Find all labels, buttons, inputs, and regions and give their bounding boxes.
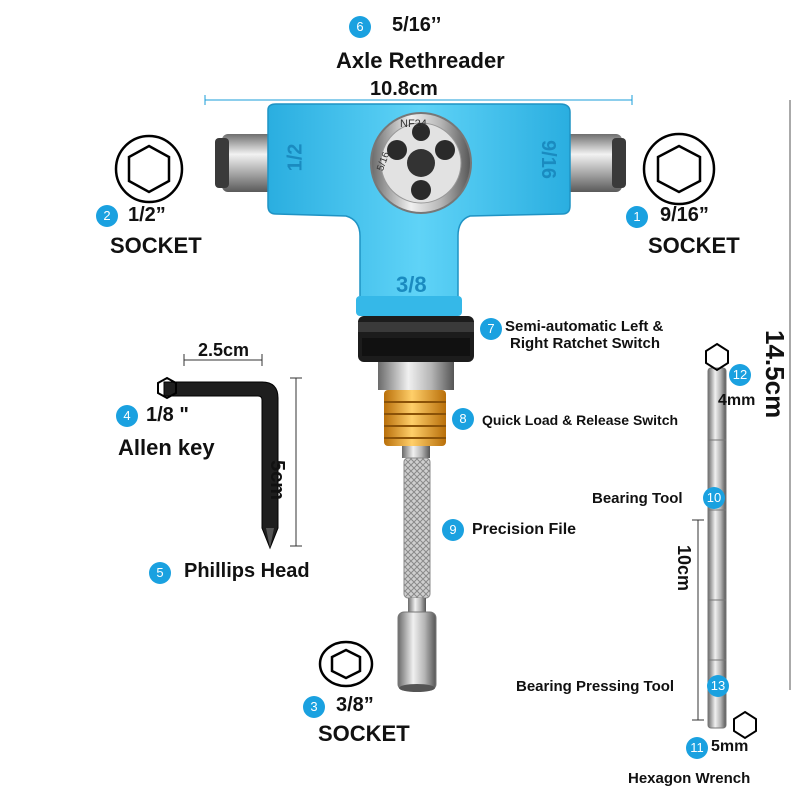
precision-file-label: Precision File: [472, 521, 577, 538]
allen-size: 1/8 ": [146, 404, 189, 426]
precision-file: [403, 457, 431, 599]
right-socket-name: SOCKET: [648, 233, 740, 258]
left-socket-size: 1/2”: [128, 204, 166, 226]
bottom-socket-size: 3/8”: [336, 694, 374, 716]
left-socket-hex-icon: [114, 134, 184, 204]
badge-11: 11: [686, 737, 708, 759]
badge-12: 12: [729, 364, 751, 386]
bit-4mm-hex-icon: [705, 342, 729, 372]
bearing-bit-shape: [707, 367, 727, 729]
right-socket-shape: [556, 134, 622, 192]
allen-height-label: 5cm: [266, 460, 288, 501]
badge-9: 9: [442, 519, 464, 541]
rethreader-name: Axle Rethreader: [336, 48, 505, 73]
ratchet-line1: Semi-automatic Left &: [505, 318, 664, 335]
bearing-tool-label: Bearing Tool: [592, 490, 683, 507]
bit-5mm-label: 5mm: [711, 738, 749, 755]
left-socket-name: SOCKET: [110, 233, 202, 258]
body-mark-right: 9/16: [536, 140, 559, 179]
left-socket-shape: [222, 134, 282, 192]
bearing-pressing-label: Bearing Pressing Tool: [516, 678, 675, 695]
allen-width-label: 2.5cm: [198, 340, 250, 360]
badge-3: 3: [303, 696, 325, 718]
bottom-socket-name: SOCKET: [318, 721, 410, 746]
bit-length-label: 10cm: [674, 545, 694, 592]
badge-4: 4: [116, 405, 138, 427]
allen-key-shape: [163, 381, 279, 550]
ratchet-line2: Right Ratchet Switch: [510, 335, 661, 352]
badge-1: 1: [626, 206, 648, 228]
right-socket-size: 9/16”: [660, 204, 709, 226]
quick-release-collar: [384, 390, 446, 446]
badge-7: 7: [480, 318, 502, 340]
badge-10: 10: [703, 487, 725, 509]
rethreader-size: 5/16’’: [392, 14, 442, 36]
bit-4mm-label: 4mm: [718, 392, 756, 409]
allen-hex-icon: [157, 376, 177, 400]
total-height-label: 14.5cm: [760, 330, 790, 419]
bottom-socket-shape: [397, 611, 437, 691]
right-socket-hex-icon: [642, 132, 716, 206]
hexagon-wrench-label: Hexagon Wrench: [628, 770, 751, 787]
badge-13: 13: [707, 675, 729, 697]
body-mark-left: 1/2: [284, 143, 307, 172]
bottom-socket-hex-icon: [318, 640, 374, 688]
badge-5: 5: [149, 562, 171, 584]
bit-5mm-hex-icon: [733, 710, 757, 740]
width-dimension-label: 10.8cm: [370, 78, 438, 100]
die-top-text: NF24: [400, 118, 427, 130]
badge-6: 6: [349, 16, 371, 38]
body-mark-stem: 3/8: [396, 272, 427, 297]
badge-8: 8: [452, 408, 474, 430]
badge-2: 2: [96, 205, 118, 227]
allen-name: Allen key: [118, 435, 215, 460]
phillips-label: Phillips Head: [184, 560, 310, 582]
quick-release-label: Quick Load & Release Switch: [482, 412, 679, 428]
